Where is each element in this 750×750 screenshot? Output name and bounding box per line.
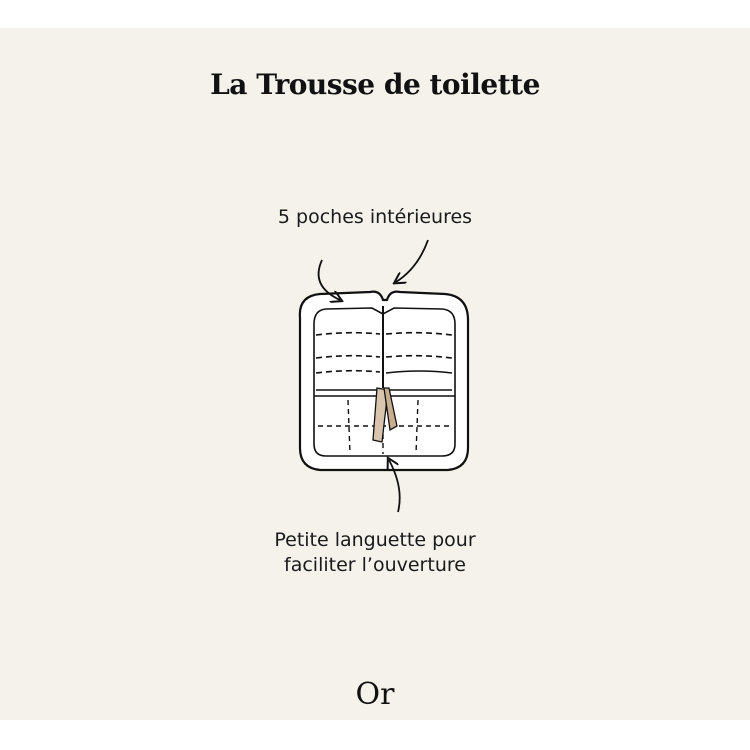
bag-inner-lining bbox=[313, 307, 456, 457]
arrow-left-pockets bbox=[317, 259, 340, 300]
brand-logo: Or bbox=[355, 677, 395, 712]
upper-pocket-walls bbox=[316, 370, 453, 391]
upper-pockets bbox=[315, 331, 453, 374]
tab-annotation: Petite languette pour faciliter l’ouvert… bbox=[0, 528, 750, 578]
tab-annotation-line-2: faciliter l’ouverture bbox=[284, 554, 466, 576]
pockets-annotation: 5 poches intérieures bbox=[277, 206, 473, 228]
tab-annotation-line-1: Petite languette pour bbox=[274, 529, 476, 551]
toiletry-bag-illustration bbox=[298, 239, 470, 513]
page-title: La Trousse de toilette bbox=[210, 68, 540, 101]
arrow-right-pockets bbox=[396, 239, 429, 282]
zipper-tab bbox=[372, 387, 398, 443]
infographic-panel: La Trousse de toilette 5 poches intérieu… bbox=[0, 28, 750, 720]
arrow-tab bbox=[389, 460, 401, 513]
